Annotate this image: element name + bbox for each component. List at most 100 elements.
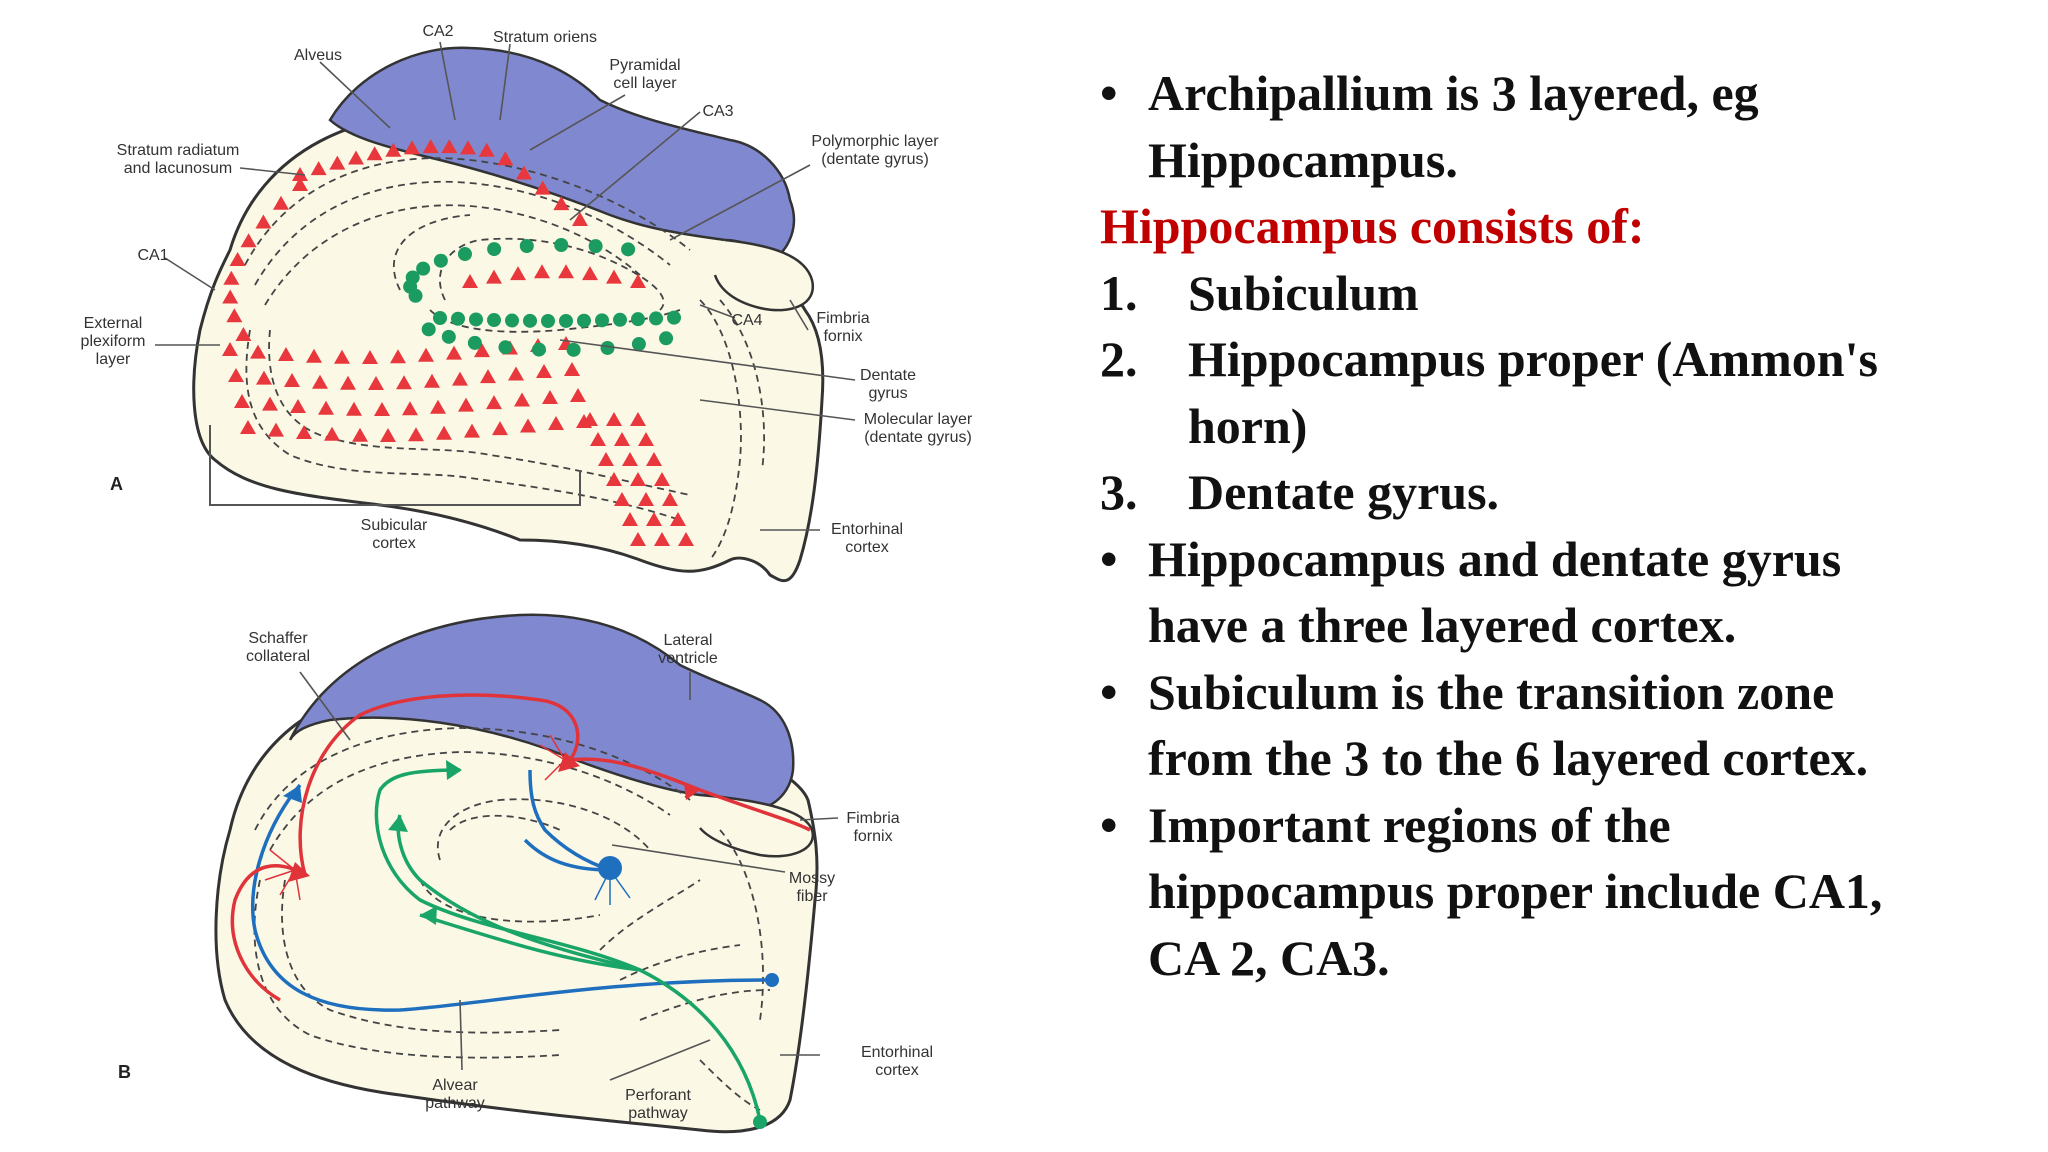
pyramidal-cell-marker <box>362 349 378 364</box>
pyramidal-cell-marker <box>229 252 246 266</box>
pyramidal-cell-marker <box>646 512 662 526</box>
pyramidal-cell-marker <box>564 361 580 376</box>
granule-cell-marker <box>421 322 436 337</box>
heading-text: Hippocampus consists of: <box>1100 198 1645 254</box>
label-schaffer-line2: collateral <box>246 648 310 665</box>
granule-cell-marker <box>613 312 627 327</box>
label-polymorphic-line2: (dentate gyrus) <box>821 151 929 168</box>
bullet-line: •Subiculum is the transition zone <box>1100 659 2020 726</box>
bullet-marker: • <box>1100 796 1118 853</box>
label-external-line3: layer <box>96 351 131 368</box>
numbered-item-text: Dentate gyrus. <box>1188 464 1500 520</box>
granule-cell-marker <box>408 288 423 303</box>
pyramidal-cell-marker <box>480 369 496 384</box>
pyramidal-cell-marker <box>520 418 536 433</box>
pyramidal-cell-marker <box>366 146 383 161</box>
pyramidal-cell-marker <box>458 397 474 412</box>
pyramidal-cell-marker <box>553 196 570 211</box>
pyramidal-cell-marker <box>590 432 606 446</box>
bullet-line: Hippocampus. <box>1100 127 2020 194</box>
pyramidal-cell-marker <box>222 289 239 304</box>
pyramidal-cell-marker <box>329 155 346 170</box>
pyramidal-cell-marker <box>296 424 312 439</box>
granule-cell-marker <box>531 342 546 357</box>
layer-lines-b <box>253 727 771 1111</box>
label-dentate-line1: Dentate <box>860 367 916 384</box>
granule-cell-marker <box>631 337 646 352</box>
granule-cell-marker <box>451 311 465 326</box>
bullet-marker: • <box>1100 663 1118 720</box>
pyramidal-cell-marker <box>436 425 452 440</box>
label-stratum-radiatum-line2: and lacunosum <box>124 160 233 177</box>
pyramidal-cell-marker <box>630 274 646 288</box>
pyramidal-cell-marker <box>492 421 508 436</box>
granule-cell-marker <box>519 238 534 253</box>
pyramidal-cell-marker <box>324 426 340 441</box>
pyramidal-cell-marker <box>268 422 284 437</box>
label-external-line1: External <box>84 315 143 332</box>
granule-cell-marker <box>433 253 448 268</box>
granule-cell-marker <box>541 313 555 328</box>
label-perforant-line1: Perforant <box>625 1087 691 1104</box>
pyramidal-cell-marker <box>606 269 622 284</box>
granule-cell-marker <box>659 331 674 346</box>
ca3-dendrites <box>539 734 566 781</box>
pyramidal-cell-marker <box>334 349 350 364</box>
pyramidal-cell-marker <box>497 151 514 166</box>
pyramidal-cell-marker <box>396 375 412 390</box>
granule-cell-marker <box>416 261 431 276</box>
list-number: 3. <box>1100 464 1138 520</box>
pyramidal-cell-marker <box>654 472 670 486</box>
pyramidal-cell-marker <box>486 395 502 410</box>
numbered-item: 2.Hippocampus proper (Ammon's <box>1100 326 2020 393</box>
green-arrowhead-1 <box>446 760 462 780</box>
pyramidal-cell-marker <box>462 274 478 288</box>
pyramidal-cell-marker <box>352 427 368 442</box>
label-entorhinal-a-line2: cortex <box>845 539 889 556</box>
granule-cell-marker <box>523 313 537 328</box>
pyramidal-cell-marker <box>312 374 328 389</box>
pyramidal-cell-marker <box>430 399 446 414</box>
pyramidal-cell-marker <box>558 264 574 279</box>
label-ca3: CA3 <box>702 103 733 120</box>
pyramidal-cell-marker <box>408 427 424 442</box>
label-mossy-line2: fiber <box>796 888 828 905</box>
pyramidal-cell-marker <box>646 452 662 466</box>
pyramidal-cell-marker <box>508 366 524 381</box>
pyramidal-cell-marker <box>452 371 468 386</box>
granule-cell-marker <box>559 313 573 328</box>
pyramidal-cell-marker <box>622 512 638 526</box>
pyramidal-cell-marker <box>390 349 406 364</box>
label-lateral-line1: Lateral <box>664 632 713 649</box>
label-alvear-line1: Alvear <box>432 1077 478 1094</box>
label-schaffer-line1: Schaffer <box>248 630 308 647</box>
schaffer-dendrites <box>264 849 301 901</box>
pyramidal-cell-marker <box>385 142 402 157</box>
pyramidal-cell-marker <box>542 389 558 404</box>
pyramidal-cell-marker <box>284 372 300 387</box>
diagram-a: Alveus CA2 Stratum oriens Pyramidal cell… <box>81 23 973 583</box>
pyramidal-cell-marker <box>654 532 670 546</box>
label-mossy-line1: Mossy <box>789 870 835 887</box>
label-subicular-line1: Subicular <box>361 517 428 534</box>
bullet-line: from the 3 to the 6 layered cortex. <box>1100 725 2020 792</box>
pyramidal-cell-marker <box>228 368 244 382</box>
granule-cell-marker <box>566 342 581 357</box>
pyramidal-cell-marker <box>486 269 502 284</box>
pyramidal-cell-marker <box>310 161 327 176</box>
granule-dendrites <box>594 869 631 905</box>
pyramidal-cell-marker <box>510 266 526 281</box>
granule-cell-marker <box>498 340 513 355</box>
label-entorhinal-a-line1: Entorhinal <box>831 521 903 538</box>
granule-cell-marker <box>441 329 456 344</box>
numbered-item-text: Subiculum <box>1188 264 1419 321</box>
pyramidal-cell-marker <box>534 180 551 195</box>
list-number: 1. <box>1100 264 1138 321</box>
pyramidal-cell-marker <box>606 472 622 486</box>
label-subicular-line2: cortex <box>372 535 416 552</box>
pyramidal-cell-marker <box>255 214 272 229</box>
green-arrowhead-3 <box>420 906 437 925</box>
green-perforant-soma <box>753 1115 767 1129</box>
granule-cell-marker <box>600 340 615 355</box>
granule-cell-marker <box>433 311 447 325</box>
